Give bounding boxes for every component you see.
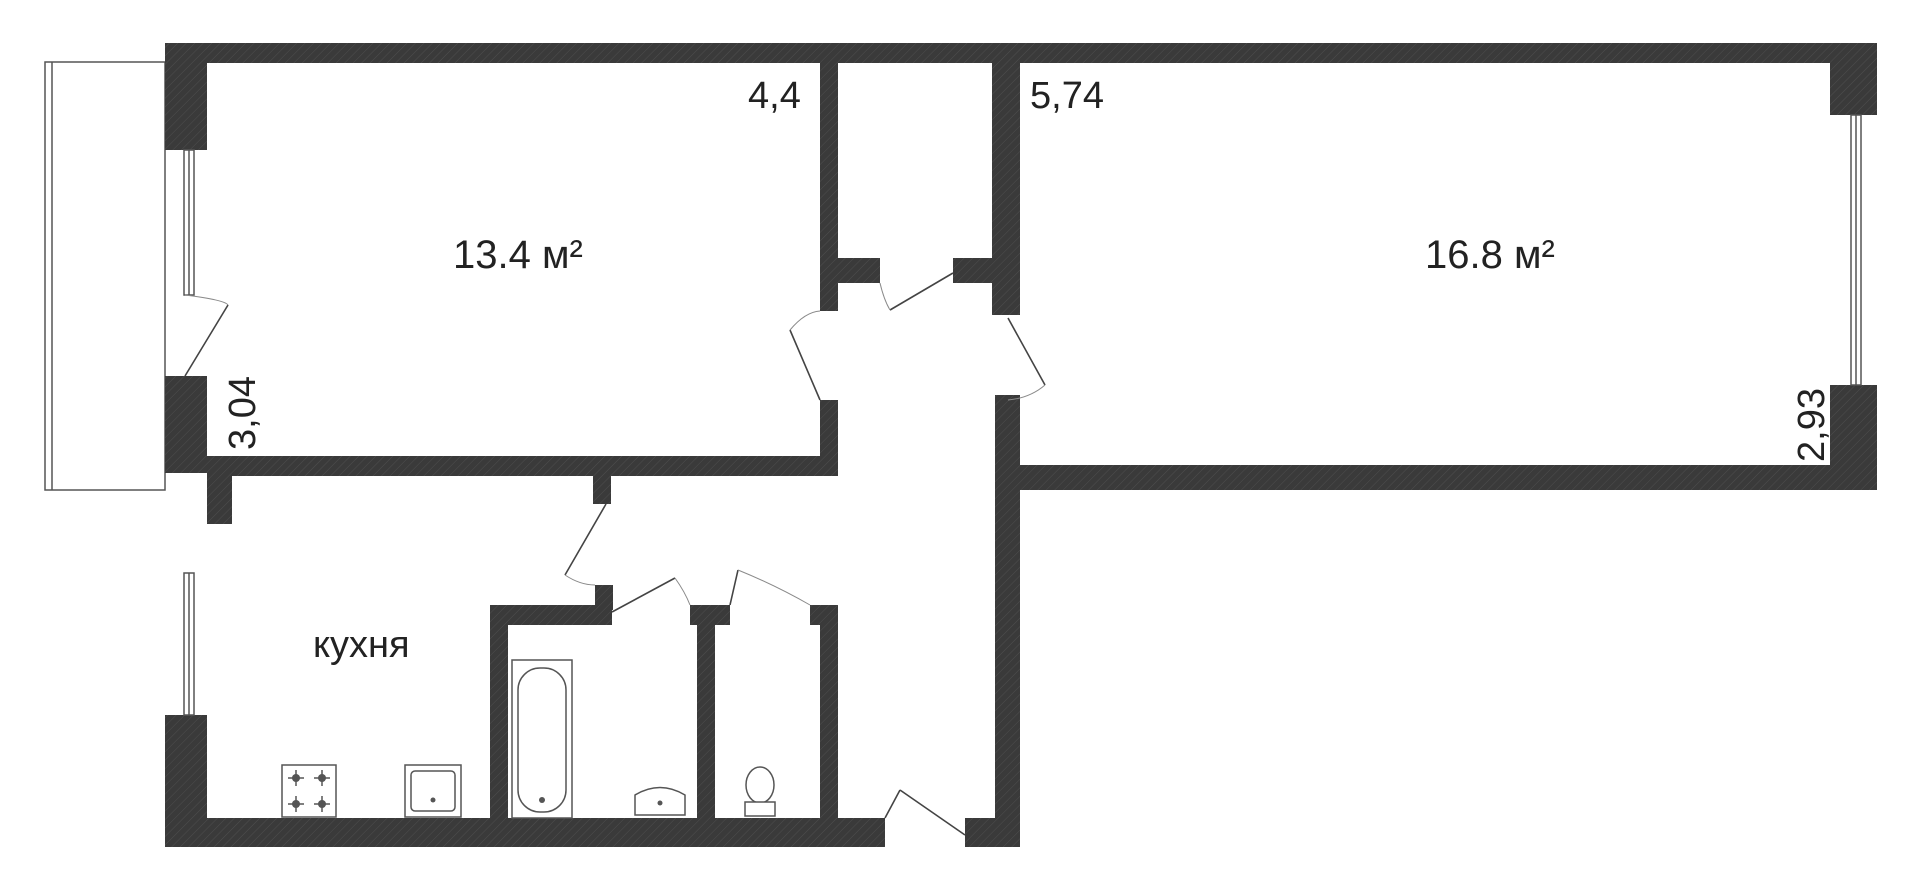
room-left-door <box>789 310 821 401</box>
left-wall-mid <box>165 376 207 473</box>
top-wall <box>165 43 1877 63</box>
entrance-right-wall <box>995 395 1020 847</box>
room-right-height: 2,93 <box>1791 388 1833 462</box>
room-left-width: 4,4 <box>748 75 801 117</box>
corridor-closet-left <box>838 258 880 283</box>
corridor-right-wall-upper <box>992 43 1020 315</box>
doors <box>184 272 1046 836</box>
right-wall-upper <box>1830 43 1877 115</box>
wc-door <box>729 569 811 606</box>
kitchen-wall-stub-top <box>593 476 611 504</box>
room-left-right-wall-upper <box>820 43 838 311</box>
window-kitchen <box>183 572 195 716</box>
bathroom-top-wall-left <box>490 605 612 625</box>
fixtures <box>281 659 776 819</box>
kitchen-door <box>564 503 607 586</box>
labels: 13.4 м² 4,4 3,04 16.8 м² 5,74 2,93 кухня <box>222 75 1833 666</box>
toilet-icon <box>744 766 776 817</box>
room-left-bottom-wall <box>207 456 838 476</box>
kitchen-label: кухня <box>313 624 410 666</box>
wc-right-wall <box>820 605 838 818</box>
balcony <box>44 61 166 491</box>
interior-walls <box>207 43 1020 818</box>
washbasin-icon <box>634 786 686 816</box>
sink-icon <box>404 764 462 818</box>
closet-door <box>879 272 954 311</box>
bath-wc-partition <box>697 608 715 818</box>
corridor-closet-right <box>953 258 995 283</box>
stove-icon <box>281 764 337 818</box>
room-left-area: 13.4 м² <box>453 233 583 277</box>
balcony-door <box>184 294 229 377</box>
room-left-height: 3,04 <box>222 376 264 450</box>
room-right-door <box>1007 317 1046 401</box>
right-room-bottom-wall <box>1015 465 1877 490</box>
bathroom-door <box>611 577 691 613</box>
bathroom-left-wall <box>490 605 508 818</box>
bathroom-stub <box>595 585 613 610</box>
left-wall-top <box>165 43 207 150</box>
window-left-top <box>183 149 195 296</box>
bottom-wall-left <box>165 818 885 847</box>
window-right <box>1850 114 1862 386</box>
kitchen-wall-stub-left <box>207 476 232 524</box>
room-right-area: 16.8 м² <box>1425 233 1555 277</box>
wc-top-left <box>690 605 730 625</box>
room-right-width: 5,74 <box>1030 75 1104 117</box>
outer-walls <box>165 43 1877 847</box>
entrance-door <box>884 789 966 836</box>
bathtub-icon <box>511 659 573 819</box>
windows <box>183 114 1862 716</box>
